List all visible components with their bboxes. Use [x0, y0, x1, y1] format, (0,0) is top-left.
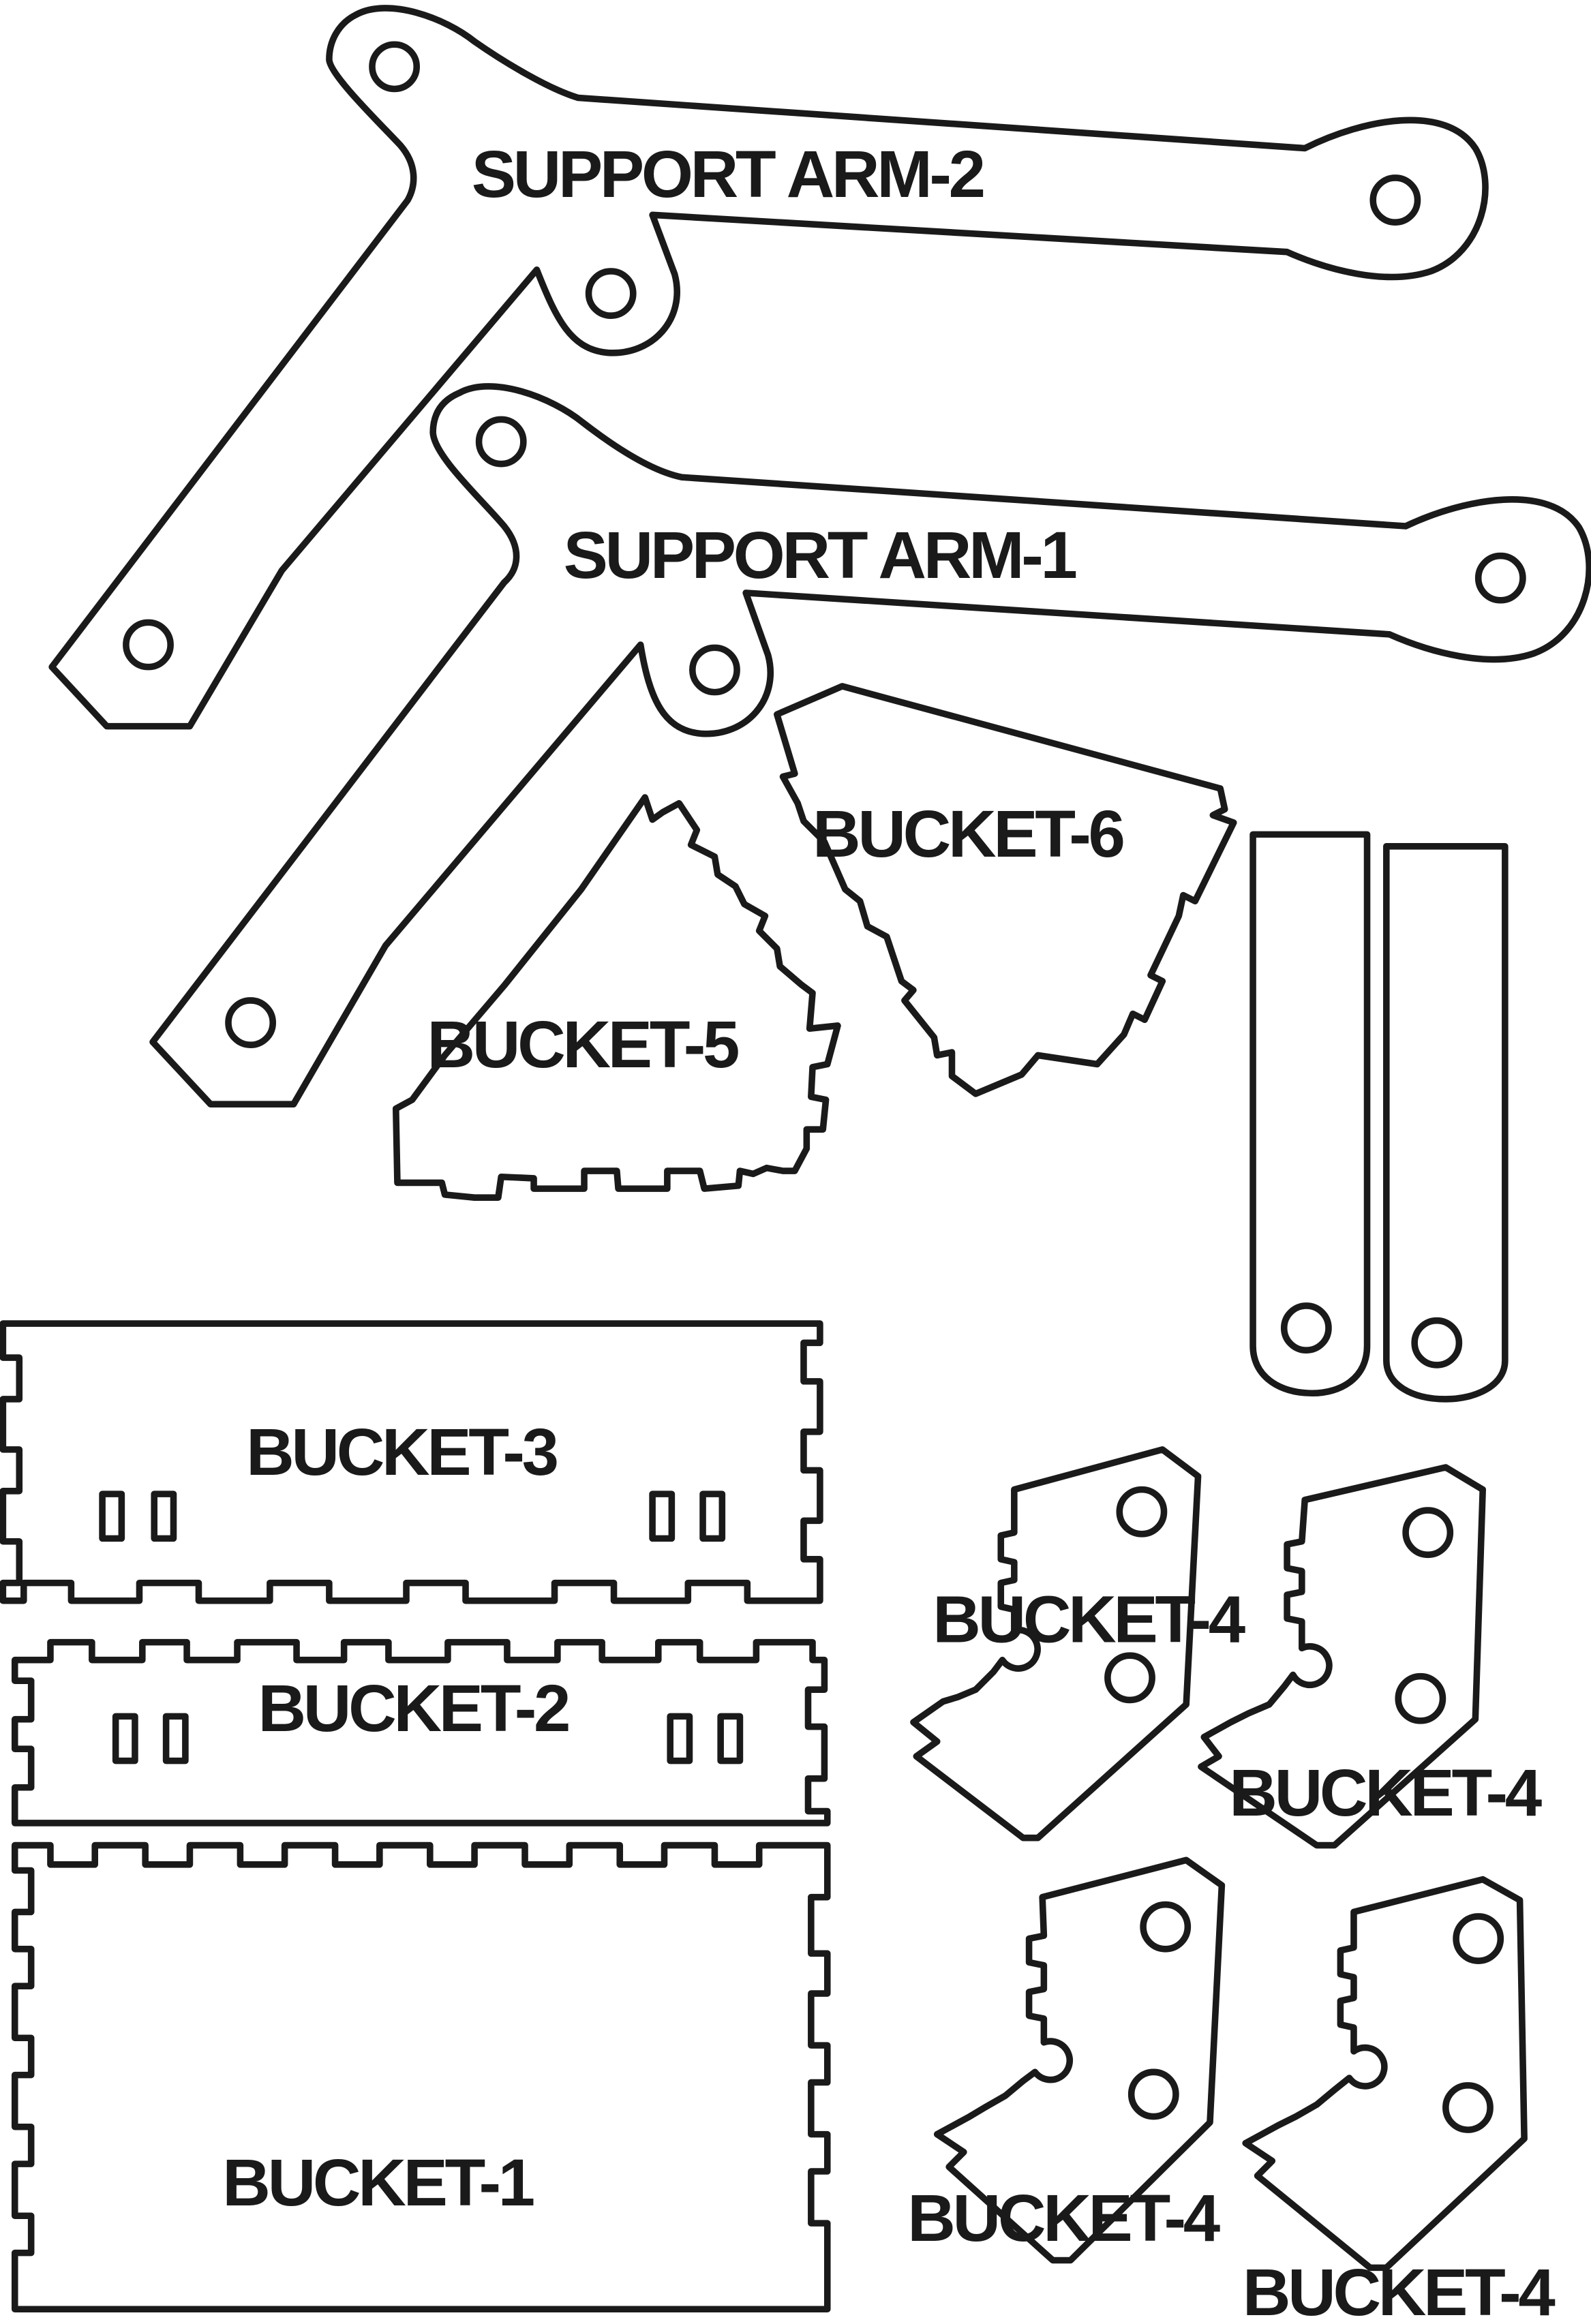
bucket-4-part-b: BUCKET-4	[1198, 1464, 1545, 1849]
bucket-4-a-outline	[910, 1446, 1202, 1841]
support-arm-1-label: SUPPORT ARM-1	[564, 517, 1076, 592]
bucket-2-label: BUCKET-2	[258, 1670, 569, 1745]
support-arm-2-part: SUPPORT ARM-2	[48, 5, 1489, 730]
bucket-4-part-d: BUCKET-4	[1242, 1876, 1558, 2324]
bucket-3-outline	[0, 1320, 823, 1604]
support-arm-1-hole-right	[1474, 552, 1526, 604]
straight-link-right-outline	[1383, 842, 1509, 1403]
bucket-4-a-hole-top	[1116, 1486, 1168, 1538]
bucket-4-d-hole-top	[1453, 1913, 1504, 1964]
bucket-4-a-label: BUCKET-4	[933, 1582, 1245, 1657]
straight-link-right-hole	[1411, 1317, 1463, 1369]
bucket-4-b-label: BUCKET-4	[1229, 1755, 1542, 1830]
bucket-1-part: BUCKET-1	[11, 1841, 831, 2313]
bucket-6-part: BUCKET-6	[774, 683, 1237, 1097]
support-arm-2-hole-top	[369, 41, 421, 93]
bucket-4-b-hole-top	[1402, 1507, 1454, 1559]
bucket-4-part-a: BUCKET-4	[910, 1446, 1248, 1841]
bucket-3-slot-1	[99, 1490, 125, 1542]
support-arm-1-part: SUPPORT ARM-1	[149, 383, 1591, 1107]
bucket-5-label: BUCKET-5	[427, 1007, 738, 1082]
bucket-1-outline	[11, 1841, 831, 2313]
bucket-5-part: BUCKET-5	[392, 794, 841, 1201]
bucket-3-slot-2	[151, 1490, 177, 1542]
bucket-4-d-label: BUCKET-4	[1243, 2254, 1556, 2324]
support-arm-2-label: SUPPORT ARM-2	[472, 136, 984, 211]
bucket-4-c-label: BUCKET-4	[907, 2180, 1220, 2255]
support-arm-2-hole-mid	[585, 268, 637, 320]
bucket-4-c-hole-top	[1140, 1901, 1192, 1953]
bucket-4-b-hole-bottom	[1395, 1672, 1446, 1724]
bucket-4-d-hole-bottom	[1442, 2082, 1494, 2133]
bucket-6-outline	[774, 683, 1237, 1097]
bucket-3-label: BUCKET-3	[246, 1414, 557, 1489]
bucket-2-part: BUCKET-2	[11, 1638, 831, 1826]
straight-link-left-hole	[1280, 1302, 1332, 1354]
support-arm-1-outline	[149, 383, 1591, 1107]
bucket-4-d-outline	[1242, 1876, 1528, 2272]
bucket-2-slot-1	[112, 1713, 138, 1764]
support-arm-1-hole-bottom	[225, 997, 277, 1048]
bucket-2-slot-3	[667, 1713, 693, 1764]
bucket-4-b-outline	[1198, 1464, 1486, 1849]
support-arm-2-outline	[48, 5, 1489, 730]
bucket-1-label: BUCKET-1	[222, 2145, 534, 2220]
bucket-4-c-hole-bottom	[1127, 2068, 1179, 2120]
bucket-6-label: BUCKET-6	[813, 796, 1123, 871]
straight-link-left-outline	[1249, 831, 1371, 1397]
bucket-4-a-hole-bottom	[1104, 1652, 1155, 1704]
bucket-4-part-c: BUCKET-4	[907, 1856, 1226, 2264]
straight-link-right-part	[1383, 842, 1509, 1403]
support-arm-1-hole-mid	[689, 644, 740, 696]
bucket-4-c-outline	[933, 1856, 1226, 2264]
bucket-2-slot-4	[717, 1713, 744, 1764]
support-arm-2-hole-bottom	[123, 619, 174, 671]
bucket-2-slot-2	[162, 1713, 189, 1764]
bucket-2-outline	[11, 1638, 831, 1826]
bucket-3-slot-4	[699, 1490, 726, 1542]
support-arm-2-hole-right	[1369, 174, 1421, 226]
straight-link-left-part	[1249, 831, 1371, 1397]
bucket-3-slot-3	[649, 1490, 676, 1542]
bucket-3-part: BUCKET-3	[0, 1320, 823, 1604]
support-arm-1-hole-top	[475, 416, 527, 468]
bucket-5-outline	[392, 794, 841, 1201]
